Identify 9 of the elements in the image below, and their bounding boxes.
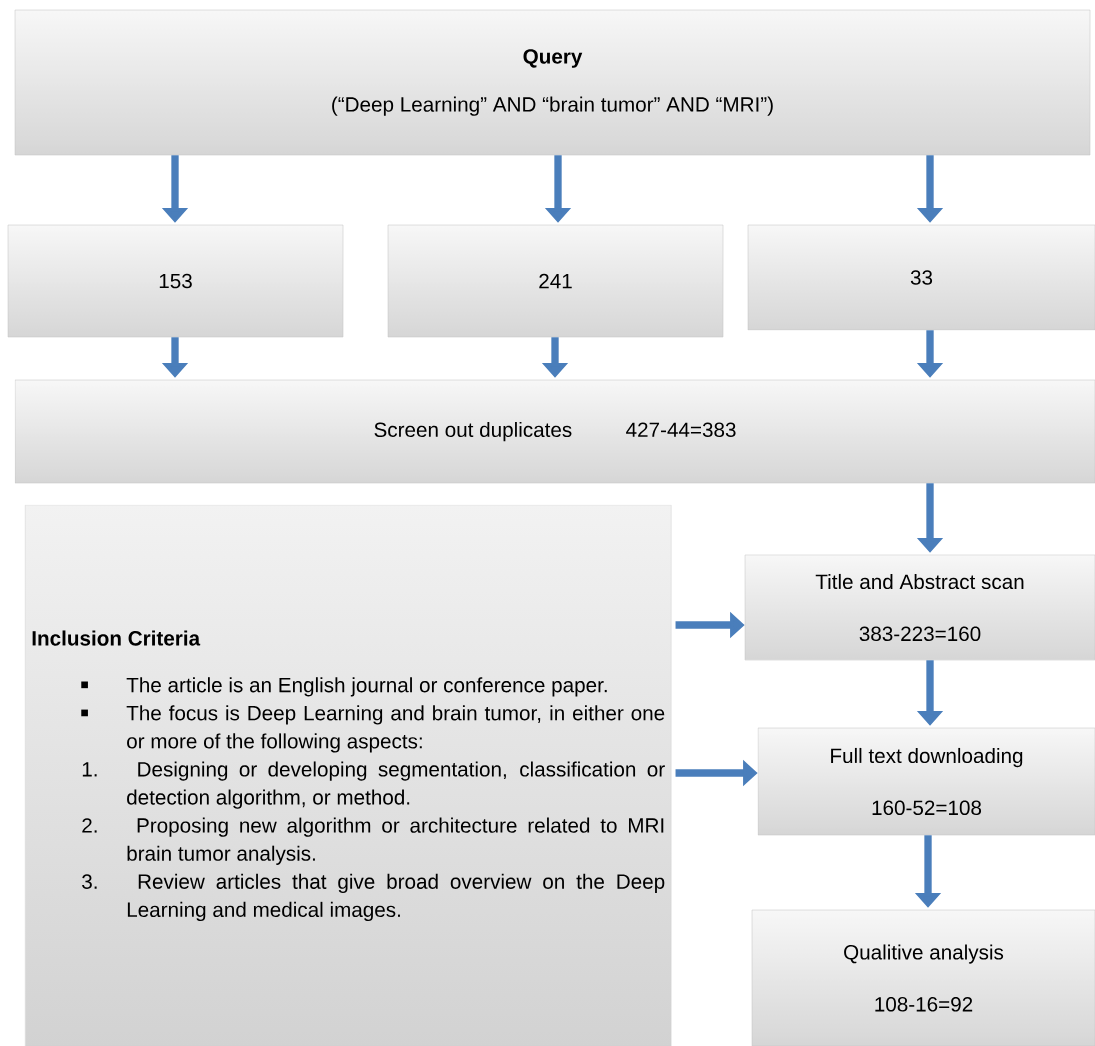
process-box: Title and Abstract scan 383-223=160: [744, 554, 1095, 661]
criteria-panel: Inclusion Criteria The article is an English journal or conference paper. The focus is Deep Learning and brain tumor, in either one or more of the following aspects: 1. Designing or developing segmentation, classification or detection algorithm, or method. 2. Proposing new algorithm or architecture related to MRI brain tumor analysis. 3. Review articles that give broad overview on the Deep Learning and medical images.: [25, 505, 672, 1046]
process-box: 241: [387, 224, 724, 338]
process-box: 153: [7, 224, 344, 338]
process-box: Qualitive analysis 108-16=92: [751, 909, 1095, 1046]
process-box: 33: [747, 224, 1095, 331]
process-box: Query (“Deep Learning” AND “brain tumor” AND “MRI”): [14, 9, 1091, 156]
process-box: Full text downloading 160-52=108: [757, 727, 1095, 836]
process-box: Screen out duplicates 427-44=383: [14, 379, 1095, 484]
